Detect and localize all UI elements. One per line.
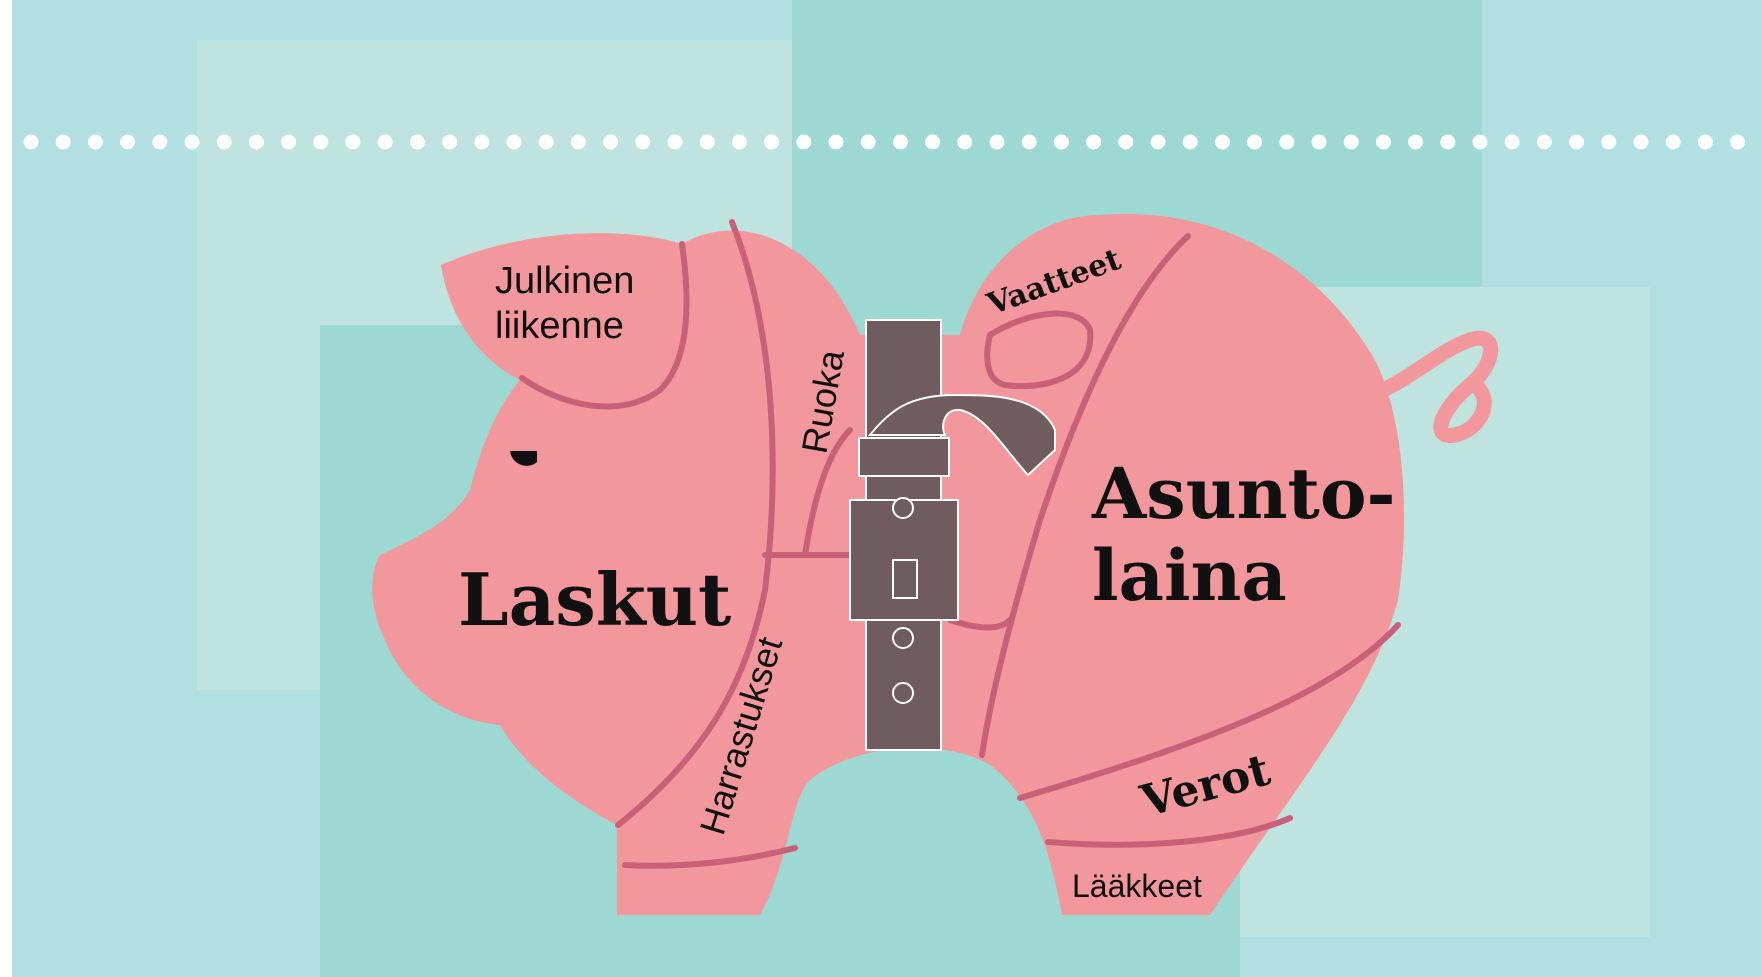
belt-hole-1 — [892, 497, 914, 519]
line-belly — [947, 617, 1013, 631]
label-laskut: Laskut — [458, 557, 731, 642]
divider-dot — [538, 134, 554, 150]
divider-dot — [1182, 134, 1198, 150]
divider-dot — [989, 134, 1005, 150]
divider-dot — [409, 134, 425, 150]
divider-dot — [570, 134, 586, 150]
line-asuntolaina-verot — [1017, 622, 1401, 801]
belt-buckle-prong — [892, 559, 918, 599]
dotted-divider — [23, 134, 1746, 150]
section-lines — [519, 219, 1401, 869]
belt — [849, 319, 1056, 751]
divider-dot — [603, 134, 619, 150]
line-ruoka-inner — [802, 427, 853, 558]
divider-dot — [1247, 134, 1263, 150]
divider-dot — [442, 134, 458, 150]
pig-eye — [510, 451, 537, 466]
divider-dot — [1730, 134, 1746, 150]
line-verot-laakkeet — [1045, 815, 1293, 848]
divider-dot — [1569, 134, 1585, 150]
divider-dot — [474, 134, 490, 150]
line-harrastukset-bottom — [622, 845, 798, 869]
divider-dot — [1440, 134, 1456, 150]
divider-dot — [1536, 134, 1552, 150]
divider-dot — [699, 134, 715, 150]
divider-dot — [1375, 134, 1391, 150]
divider-dot — [892, 134, 908, 150]
divider-dot — [87, 134, 103, 150]
divider-dot — [1665, 134, 1681, 150]
divider-dot — [764, 134, 780, 150]
line-laskut-ruoka — [615, 219, 776, 828]
divider-dot — [313, 134, 329, 150]
divider-dot — [1150, 134, 1166, 150]
divider-dot — [1053, 134, 1069, 150]
belt-hole-2 — [892, 627, 914, 649]
label-julkinen-liikenne-line2: liikenne — [495, 305, 624, 347]
divider-dot — [1118, 134, 1134, 150]
divider-dot — [1021, 134, 1037, 150]
belt-loose-end — [867, 393, 1056, 477]
divider-dot — [1279, 134, 1295, 150]
divider-dot — [152, 134, 168, 150]
divider-dot — [1343, 134, 1359, 150]
line-vaatteet-loop — [984, 310, 1094, 390]
divider-dot — [1504, 134, 1520, 150]
divider-dot — [1408, 134, 1424, 150]
pig-tail — [1364, 330, 1499, 443]
divider-dot — [281, 134, 297, 150]
divider-dot — [1311, 134, 1327, 150]
divider-dot — [216, 134, 232, 150]
divider-dot — [1086, 134, 1102, 150]
divider-dot — [828, 134, 844, 150]
divider-dot — [1472, 134, 1488, 150]
belt-hole-3 — [892, 682, 914, 704]
divider-dot — [55, 134, 71, 150]
line-vaatteet-asuntolaina — [979, 233, 1191, 758]
divider-dot — [1633, 134, 1649, 150]
divider-dot — [635, 134, 651, 150]
belt-keeper — [858, 437, 950, 477]
divider-dot — [248, 134, 264, 150]
label-asuntolaina-line1: Asunto- — [1091, 452, 1396, 535]
divider-dot — [345, 134, 361, 150]
divider-dot — [860, 134, 876, 150]
divider-dot — [667, 134, 683, 150]
divider-dot — [506, 134, 522, 150]
divider-dot — [925, 134, 941, 150]
divider-dot — [184, 134, 200, 150]
background-edge-strip — [0, 0, 12, 977]
divider-dot — [1697, 134, 1713, 150]
label-laakkeet: Lääkkeet — [1072, 868, 1202, 904]
ear-outline — [519, 241, 690, 410]
divider-dot — [796, 134, 812, 150]
divider-dot — [731, 134, 747, 150]
divider-dot — [377, 134, 393, 150]
label-julkinen-liikenne-line1: Julkinen — [495, 260, 634, 302]
label-asuntolaina-line2: laina — [1092, 534, 1287, 617]
divider-dot — [23, 134, 39, 150]
belt-buckle — [849, 499, 959, 621]
divider-dot — [120, 134, 136, 150]
divider-dot — [1601, 134, 1617, 150]
divider-dot — [957, 134, 973, 150]
divider-dot — [1214, 134, 1230, 150]
